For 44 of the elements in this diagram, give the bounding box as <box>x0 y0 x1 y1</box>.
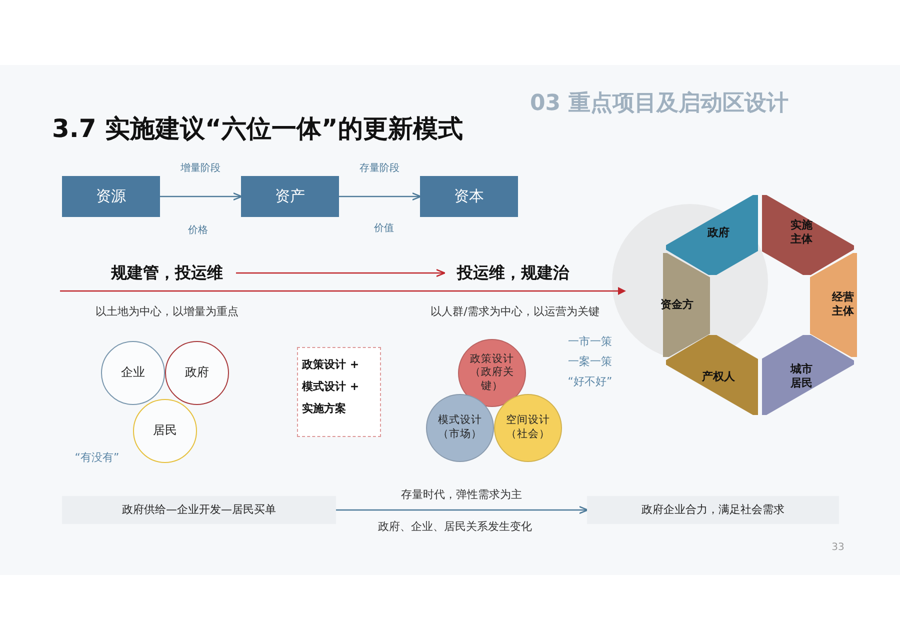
statement-band <box>62 496 336 524</box>
note-text: 价格 <box>188 224 208 237</box>
title: 3.7 实施建议“六位一体”的更新模式 <box>52 113 463 145</box>
edge-label: 增量阶段 <box>180 162 220 174</box>
heading-text: 投运维，规建治 <box>457 262 569 284</box>
box-label: 空间设计（社会） <box>505 414 551 442</box>
process-box <box>420 176 518 217</box>
puzzle-label: 产权人 <box>700 370 736 384</box>
note-text: “有没有” <box>74 450 120 465</box>
note-text: 价值 <box>374 222 394 235</box>
box-label: 企业 <box>121 365 145 381</box>
section-heading: 03 重点项目及启动区设计 <box>530 90 788 118</box>
note-text: 33 <box>832 542 844 553</box>
box-label: 政府企业合力，满足社会需求 <box>642 502 784 518</box>
box-label: 政策设计（政府关键） <box>469 352 515 394</box>
note-text: 以土地为中心，以增量为重点 <box>96 304 238 319</box>
edge-label: 存量阶段 <box>360 162 400 174</box>
puzzle-label: 实施主体 <box>789 218 814 248</box>
box-label: 政府 <box>185 365 209 381</box>
box-label: 模式设计（市场） <box>437 414 483 442</box>
box-label: 政府供给—企业开发—居民买单 <box>122 502 276 518</box>
box-label: 资产 <box>275 186 305 206</box>
note-text: 以人群/需求为中心，以运营为关键 <box>430 304 600 319</box>
note-text: 一案一策 <box>568 354 612 369</box>
box-label: 政策设计 + 模式设计 + 实施方案 <box>302 357 360 417</box>
heading-text: 规建管，投运维 <box>111 262 223 284</box>
arrow <box>339 192 422 200</box>
edge-label: 存量时代，弹性需求为主 <box>401 487 522 502</box>
box-label: 资本 <box>454 186 484 206</box>
box-label: 资源 <box>96 186 126 206</box>
puzzle-label: 城市居民 <box>789 362 814 392</box>
arrow <box>160 192 242 200</box>
box-label: 居民 <box>153 423 177 439</box>
note-text: “好不好” <box>568 374 612 389</box>
puzzle-label: 经营主体 <box>830 290 855 320</box>
process-box <box>241 176 339 217</box>
arrow <box>336 506 588 514</box>
text-box <box>297 347 381 437</box>
puzzle-label: 政府 <box>706 226 730 240</box>
note-text: 政府、企业、居民关系发生变化 <box>378 519 532 534</box>
note-text: 一市一策 <box>568 334 612 349</box>
process-box <box>62 176 160 217</box>
arrow <box>236 269 446 277</box>
statement-band <box>587 496 839 524</box>
